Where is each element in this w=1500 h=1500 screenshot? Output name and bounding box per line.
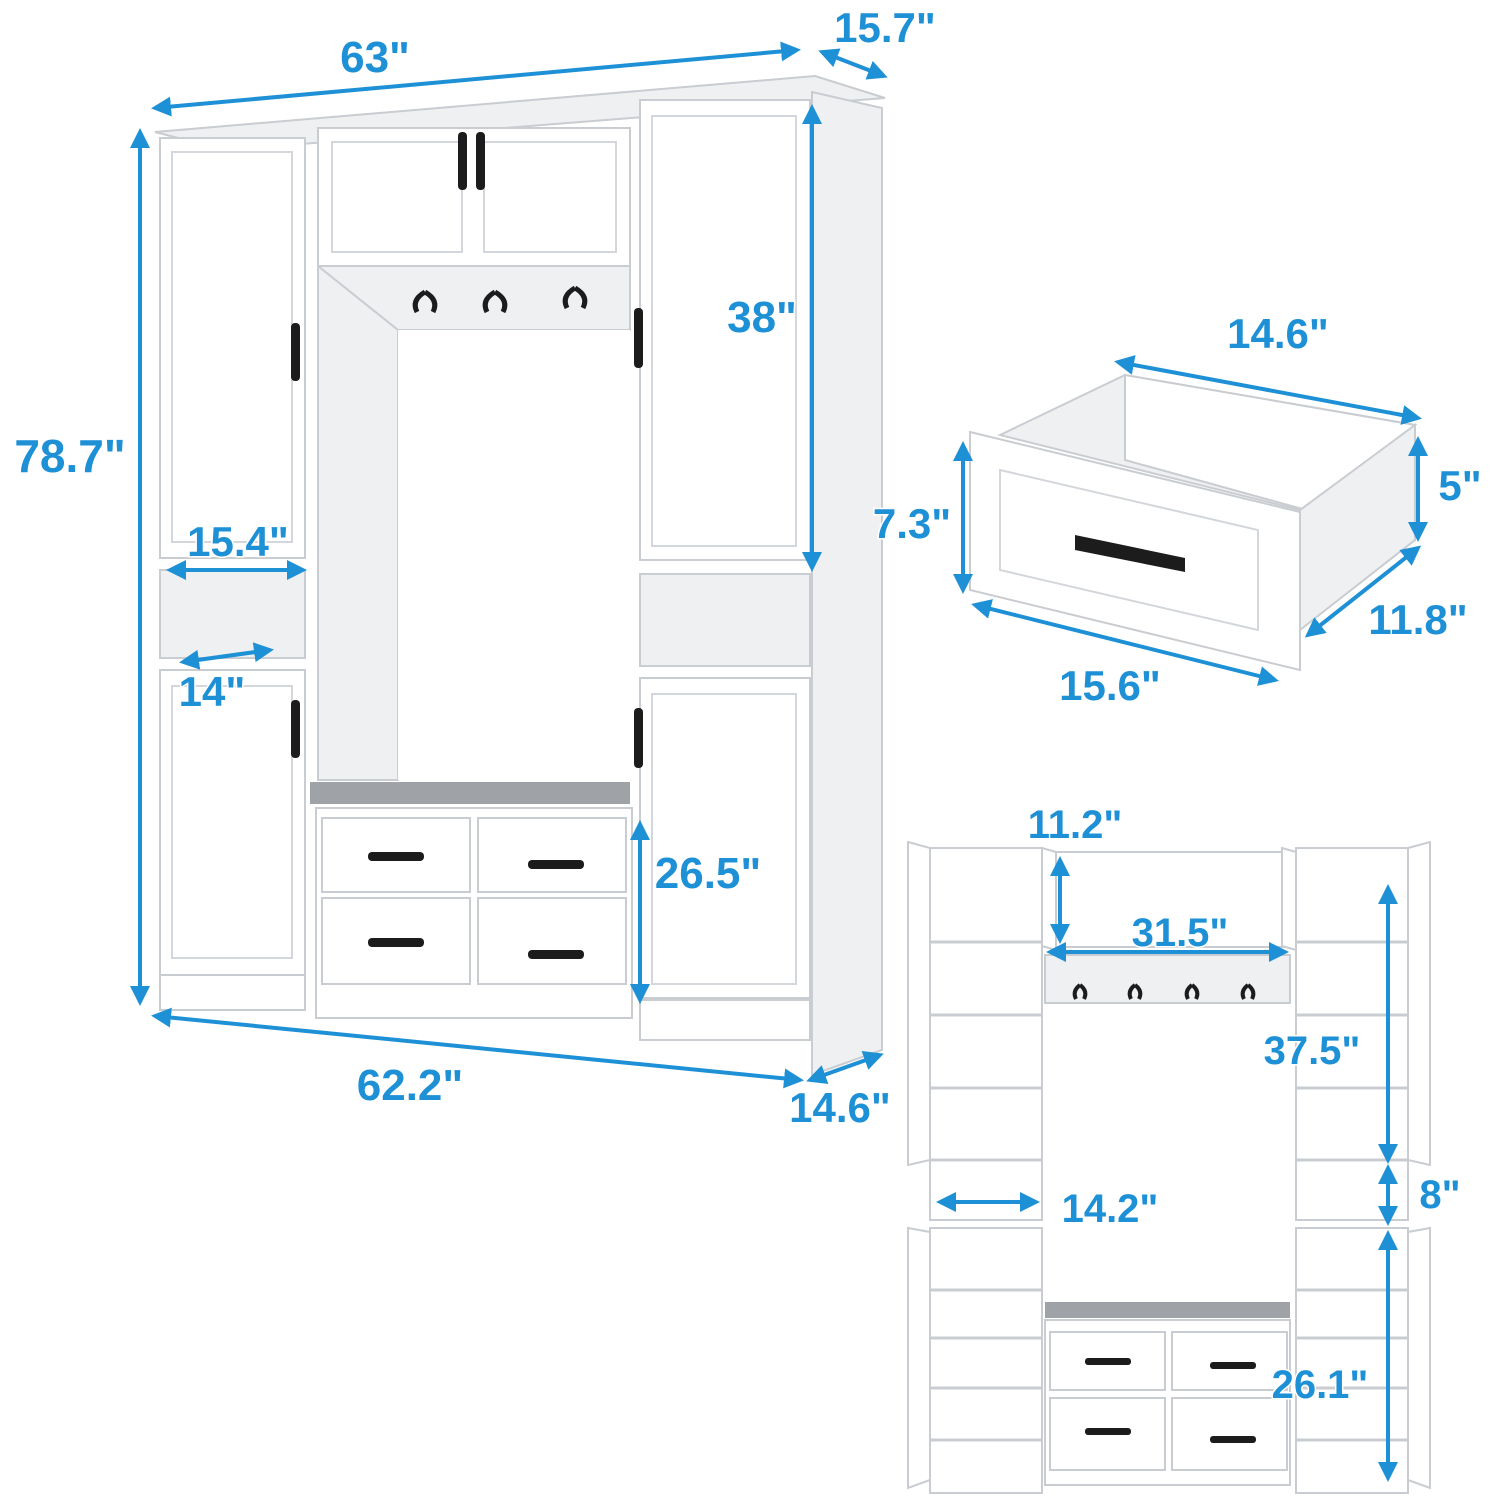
drawer-height-front-label: 7.3" [873, 500, 951, 547]
side-upper-height-label: 37.5" [1264, 1029, 1361, 1073]
handle-icon [634, 708, 643, 768]
drawer-dimension-arrows [953, 355, 1428, 686]
drawer-width-front-label: 15.6" [1059, 662, 1161, 709]
niche-width-upper-label: 15.4" [187, 518, 289, 565]
drawer-height-inner-label: 5" [1438, 462, 1481, 509]
cabinet-closed-view [154, 74, 886, 1077]
niche-width-lower-label: 14" [179, 668, 246, 715]
open-view-dimension-arrows [936, 856, 1398, 1482]
handle-icon [634, 308, 643, 368]
width-bottom-label: 62.2" [357, 1061, 464, 1110]
handle-icon [1075, 535, 1185, 572]
handle-icon [1210, 1436, 1256, 1443]
handle-icon [458, 132, 467, 190]
hook-icon [1072, 983, 1256, 1000]
top-center-cabinet [317, 127, 631, 267]
main-dimension-arrows [130, 41, 888, 1089]
left-niche [159, 569, 306, 659]
top-compartment-height-label: 11.2" [1028, 803, 1123, 847]
right-upper-door [639, 99, 811, 561]
depth-bottom-label: 14.6" [789, 1084, 891, 1131]
left-lower-door [159, 669, 306, 976]
height-total-label: 78.7" [14, 430, 125, 482]
left-upper-door [159, 137, 306, 559]
handle-icon [476, 132, 485, 190]
handle-icon [1085, 1358, 1131, 1365]
depth-top-label: 15.7" [834, 4, 936, 51]
lower-door-height-label: 26.5" [655, 849, 762, 898]
handle-icon [291, 700, 300, 758]
bench-cushion [310, 782, 630, 804]
hook-icon [412, 285, 588, 314]
handle-icon [528, 950, 584, 959]
handle-icon [528, 860, 584, 869]
bench-cushion-open [1045, 1302, 1290, 1318]
handle-icon [291, 323, 300, 381]
handle-icon [1085, 1428, 1131, 1435]
left-tower-interior [929, 847, 1043, 1221]
niche-height-label: 8" [1419, 1173, 1460, 1217]
width-top-label: 63" [340, 33, 410, 82]
handle-icon [368, 852, 424, 861]
hanger-width-label: 31.5" [1132, 911, 1229, 955]
drawer-width-back-label: 14.6" [1227, 310, 1329, 357]
drawer-detail-view [969, 373, 1418, 672]
upper-door-height-label: 38" [727, 293, 797, 342]
side-lower-height-label: 26.1" [1272, 1363, 1369, 1407]
right-lower-door [639, 677, 811, 999]
handle-icon [1210, 1362, 1256, 1369]
side-panel [811, 90, 883, 1077]
drawer-depth-label: 11.8" [1368, 596, 1467, 643]
handle-icon [368, 938, 424, 947]
right-niche [639, 573, 811, 667]
niche-width-label: 14.2" [1062, 1187, 1159, 1231]
